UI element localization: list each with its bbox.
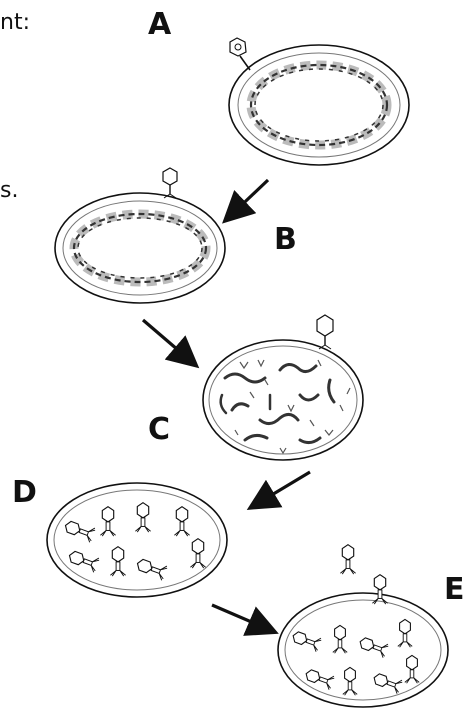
- stage-e-cell: [278, 545, 448, 707]
- phage-icon: [163, 168, 177, 198]
- arrow-d-to-e: [212, 605, 270, 630]
- arrow-c-to-d: [255, 472, 310, 505]
- stage-a-cell: [229, 38, 409, 165]
- stage-b-cell: [55, 168, 225, 303]
- stage-c-cell: [203, 315, 363, 460]
- phage-icon: [317, 315, 333, 349]
- arrow-b-to-c: [143, 320, 192, 362]
- phage-icon: [230, 38, 250, 70]
- arrow-a-to-b: [229, 180, 268, 217]
- stage-d-cell: [47, 483, 227, 597]
